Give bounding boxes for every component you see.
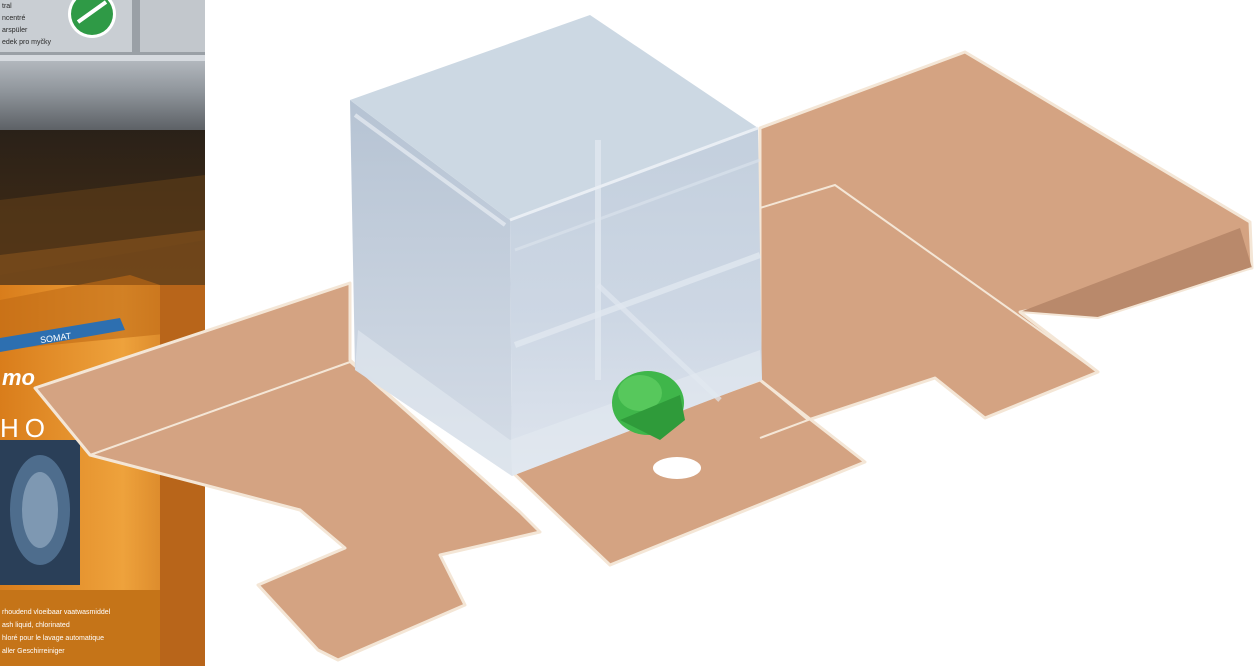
box-label-line: edek pro myčky xyxy=(2,39,52,46)
box-label-line: tral xyxy=(2,3,12,10)
box-label-line: ncentré xyxy=(2,15,26,22)
right-flap xyxy=(758,50,1254,422)
box-label-line: arspüler xyxy=(2,27,28,34)
box-label-line: ash liquid, chlorinated xyxy=(2,622,70,629)
box-label-line: hloré pour le lavage automatique xyxy=(2,635,104,642)
box-label-line: rhoudend vloeibaar vaatwasmiddel xyxy=(2,609,111,616)
brand-fragment: mo xyxy=(2,365,35,390)
box-label-line: aller Geschirreiniger xyxy=(2,648,65,655)
spout-hole xyxy=(653,457,701,479)
product-letters: HO xyxy=(0,413,51,443)
spout-cap xyxy=(612,371,685,440)
